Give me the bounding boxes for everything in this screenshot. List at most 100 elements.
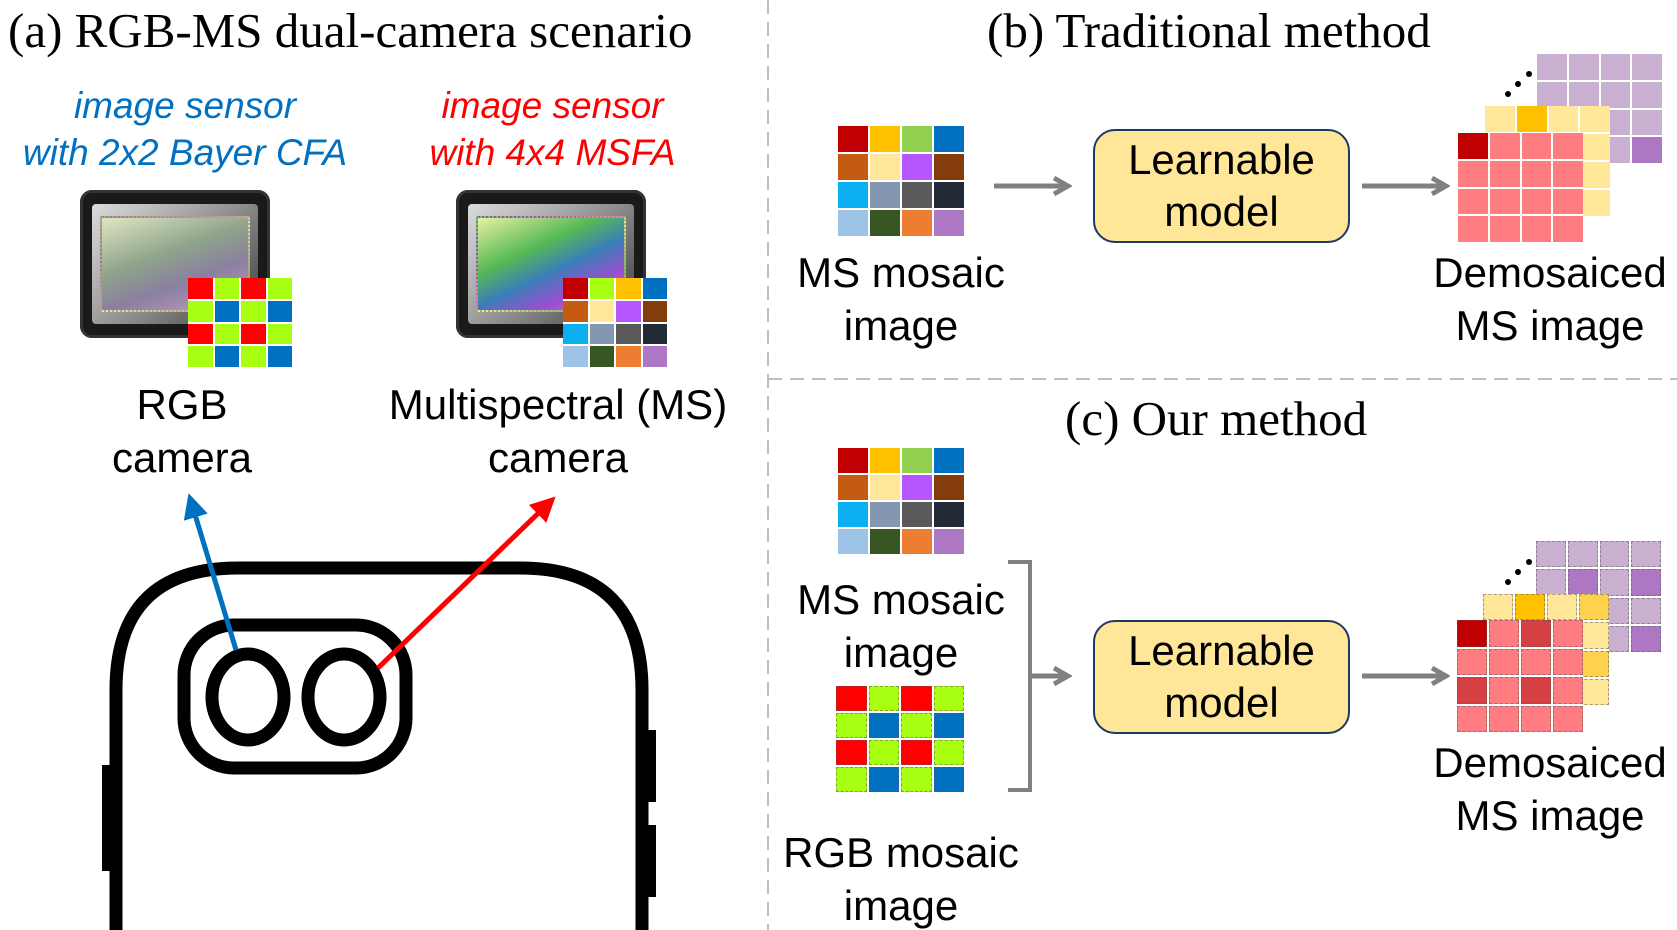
rgb-camera-label-line1: RGB bbox=[136, 381, 228, 428]
filter-cell bbox=[1489, 620, 1519, 647]
filter-cell bbox=[933, 713, 964, 738]
filter-cell bbox=[1537, 81, 1567, 108]
demosaiced-label-b: Demosaiced MS image bbox=[1420, 246, 1677, 352]
filter-cell bbox=[838, 182, 868, 208]
phone-side-button-left bbox=[102, 765, 116, 871]
more-bands-ellipsis-c bbox=[1505, 559, 1532, 585]
filter-cell bbox=[870, 502, 900, 527]
filter-cell bbox=[902, 502, 932, 527]
filter-cell bbox=[836, 686, 867, 711]
filter-cell bbox=[1579, 622, 1609, 649]
filter-cell bbox=[1632, 81, 1662, 108]
filter-cell bbox=[241, 346, 266, 367]
filter-cell bbox=[1567, 569, 1598, 596]
filter-cell bbox=[563, 300, 588, 322]
rgb-mosaic-image-c bbox=[836, 686, 964, 792]
filter-cell bbox=[1485, 106, 1515, 132]
ms-mosaic-label-b: MS mosaic image bbox=[771, 246, 1031, 352]
filter-cell bbox=[267, 346, 292, 367]
filter-cell bbox=[934, 502, 964, 527]
filter-cell bbox=[1548, 106, 1579, 132]
filter-cell bbox=[1553, 216, 1583, 242]
filter-cell bbox=[1580, 162, 1610, 188]
demosaiced-label-line2: MS image bbox=[1455, 302, 1645, 349]
ellipsis-dot bbox=[1515, 569, 1521, 575]
filter-cell bbox=[1536, 569, 1566, 596]
filter-cell bbox=[1457, 705, 1487, 732]
filter-cell bbox=[934, 154, 964, 180]
filter-cell bbox=[1489, 133, 1520, 159]
model-label-line2: model bbox=[1164, 679, 1279, 726]
phone-side-button-right-2 bbox=[642, 825, 656, 897]
filter-cell bbox=[902, 126, 932, 152]
filter-cell bbox=[642, 346, 667, 367]
ellipsis-dot bbox=[1526, 559, 1532, 565]
ms-mosaic-label-line2: image bbox=[843, 302, 959, 349]
ms-camera-lens bbox=[301, 647, 387, 747]
rgb-camera-label: RGB camera bbox=[82, 378, 282, 484]
ms-mosaic-image-c bbox=[838, 448, 964, 554]
filter-cell bbox=[870, 126, 900, 152]
model-label-line1: Learnable bbox=[1128, 627, 1315, 674]
filter-cell bbox=[1553, 705, 1583, 732]
filter-cell bbox=[836, 740, 867, 765]
filter-cell bbox=[1457, 648, 1487, 675]
filter-cell bbox=[902, 475, 932, 500]
filter-cell bbox=[902, 154, 932, 180]
filter-cell bbox=[241, 278, 266, 299]
filter-cell bbox=[836, 767, 867, 792]
bayer-cfa-grid bbox=[188, 278, 292, 367]
filter-cell bbox=[1489, 705, 1519, 732]
filter-cell bbox=[870, 182, 900, 208]
filter-cell bbox=[214, 278, 239, 299]
filter-cell bbox=[934, 210, 964, 236]
filter-cell bbox=[616, 300, 641, 322]
filter-cell bbox=[267, 278, 292, 299]
filter-cell bbox=[870, 154, 900, 180]
filter-cell bbox=[188, 323, 213, 345]
filter-cell bbox=[868, 740, 899, 765]
filter-cell bbox=[188, 346, 213, 367]
filter-cell bbox=[1489, 216, 1520, 242]
ellipsis-dot bbox=[1515, 81, 1521, 87]
rgb-mosaic-label-line1: RGB mosaic bbox=[783, 829, 1019, 876]
ellipsis-dot bbox=[1526, 71, 1532, 77]
filter-cell bbox=[241, 300, 266, 322]
filter-cell bbox=[1568, 81, 1599, 108]
output-band-layer-red-b bbox=[1458, 133, 1583, 242]
filter-cell bbox=[1599, 569, 1630, 596]
filter-cell bbox=[1553, 677, 1583, 704]
filter-cell bbox=[1553, 160, 1583, 187]
filter-cell bbox=[1457, 677, 1487, 704]
filter-cell bbox=[1521, 677, 1551, 704]
filter-cell bbox=[563, 346, 588, 367]
filter-cell bbox=[1631, 569, 1661, 596]
filter-cell bbox=[214, 346, 239, 367]
demosaiced-label-c: Demosaiced MS image bbox=[1420, 736, 1677, 842]
ms-mosaic-label-line1: MS mosaic bbox=[797, 576, 1005, 623]
filter-cell bbox=[1489, 188, 1520, 215]
filter-cell bbox=[901, 767, 932, 792]
filter-cell bbox=[901, 713, 932, 738]
filter-cell bbox=[1553, 620, 1583, 647]
filter-cell bbox=[1580, 106, 1610, 132]
filter-cell bbox=[1489, 677, 1519, 704]
filter-cell bbox=[1553, 648, 1583, 675]
rgb-sensor-caption-line1: image sensor bbox=[73, 85, 297, 126]
more-bands-ellipsis-b bbox=[1505, 71, 1532, 97]
filter-cell bbox=[1516, 106, 1547, 132]
filter-cell bbox=[1579, 650, 1609, 677]
filter-cell bbox=[838, 210, 868, 236]
demosaiced-label-line2: MS image bbox=[1455, 792, 1645, 839]
filter-cell bbox=[933, 740, 964, 765]
ms-sensor-caption: image sensor with 4x4 MSFA bbox=[400, 82, 705, 176]
filter-cell bbox=[563, 323, 588, 345]
ms-sensor-caption-line1: image sensor bbox=[441, 85, 664, 126]
filter-cell bbox=[267, 323, 292, 345]
ellipsis-dot bbox=[1505, 579, 1511, 585]
filter-cell bbox=[1483, 594, 1513, 621]
filter-cell bbox=[1537, 54, 1567, 80]
ms-mosaic-image-b bbox=[838, 126, 964, 236]
